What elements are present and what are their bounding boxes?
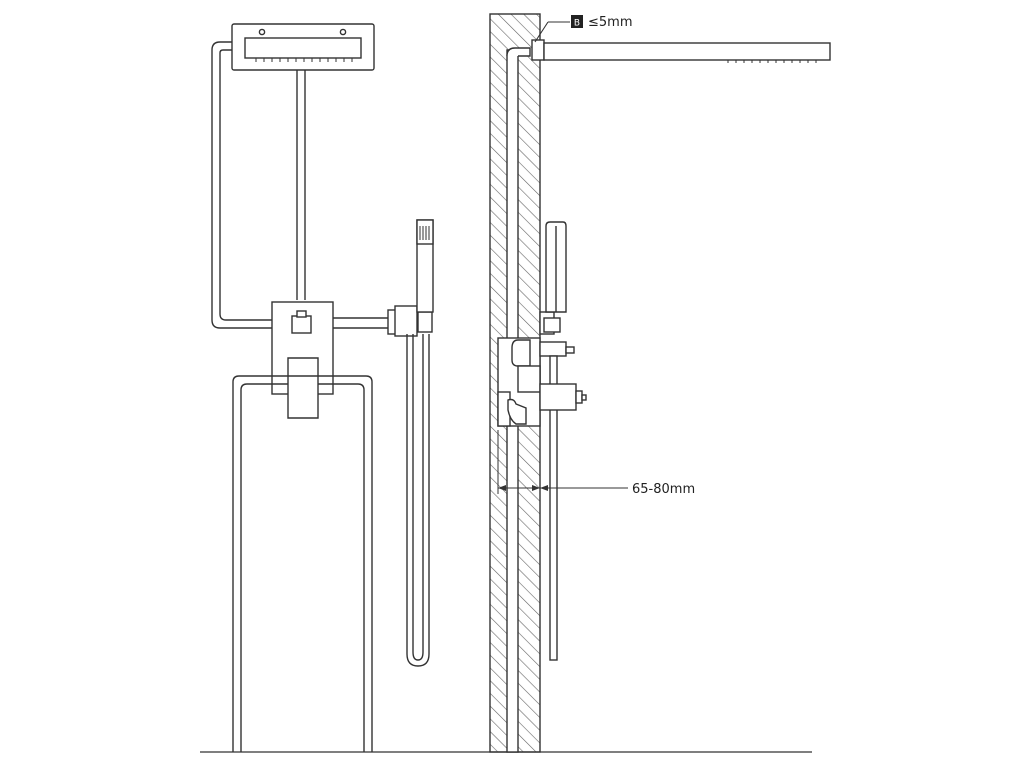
rain-shower-head-front	[231, 23, 375, 71]
hand-shower-front	[416, 219, 434, 313]
mixer-valve-front	[271, 301, 334, 419]
depth-dimension: 65-80mm	[497, 430, 695, 497]
hand-shower-holder-front	[387, 305, 433, 337]
side-view	[489, 13, 831, 753]
hand-shower-side	[545, 221, 567, 313]
shower-hose-side	[549, 355, 558, 661]
gap-label: ≤5mm	[588, 15, 633, 30]
shower-arm-side	[531, 39, 831, 63]
mixer-handle-side	[507, 383, 587, 425]
hand-shower-holder-side	[539, 311, 575, 357]
lower-frame-front	[232, 375, 373, 752]
front-view	[211, 23, 434, 752]
outlet-pipe-front	[333, 317, 390, 329]
gap-annotation: B ≤5mm	[534, 15, 633, 43]
gap-badge-letter: B	[574, 19, 580, 29]
gap-badge-box	[571, 15, 583, 28]
riser-pipe-front	[296, 70, 306, 300]
shower-hose-front	[406, 334, 430, 667]
depth-label: 65-80mm	[632, 482, 695, 497]
supply-loop-pipe	[211, 41, 272, 329]
